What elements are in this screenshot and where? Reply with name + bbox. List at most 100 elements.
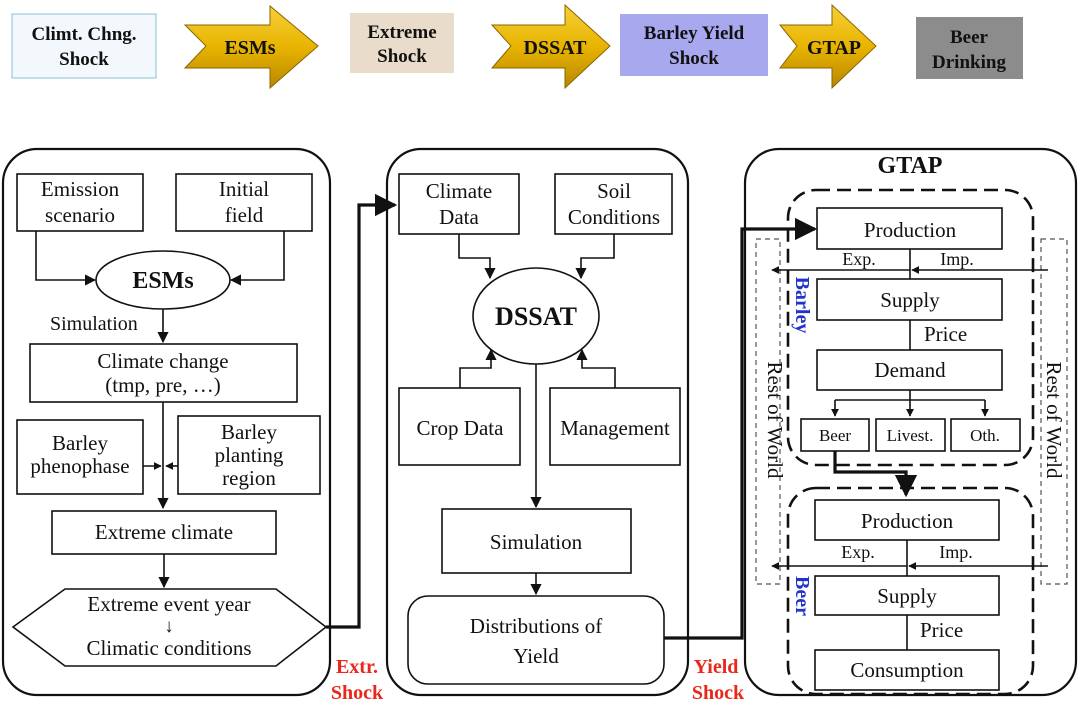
initial-field-box — [175, 173, 313, 232]
barley-exp-label: Exp. — [842, 249, 876, 269]
distributions-box — [407, 595, 665, 685]
climate-data-box — [398, 173, 520, 235]
barley-group-label: Barley — [791, 277, 813, 334]
top-flow: Climt. Chng. Shock ESMs Extreme Shock DS… — [11, 3, 1023, 90]
flow-step-barley-yield-shock-line1: Barley Yield — [644, 23, 745, 44]
barley-supply-box — [816, 278, 1003, 321]
extreme-climate-label: Extreme climate — [95, 520, 233, 544]
flow-step-extreme-shock-line2: Shock — [377, 46, 427, 67]
rest-of-world-left-strip — [755, 238, 781, 585]
livestock-demand-box — [875, 418, 946, 452]
flow-step-climate-shock: Climt. Chng. Shock — [11, 13, 157, 79]
consumption-label: Consumption — [850, 658, 964, 682]
emission-scenario-line2: scenario — [45, 203, 115, 227]
flow-step-beer-drinking-line2: Drinking — [932, 52, 1006, 73]
beer-demand-label: Beer — [819, 426, 851, 445]
phenophase-line1: Barley — [52, 431, 108, 455]
beer-production-label: Production — [861, 509, 954, 533]
extreme-event-year-label: Extreme event year — [87, 592, 250, 616]
management-label: Management — [560, 416, 670, 440]
beer-imp-label: Imp. — [939, 542, 973, 562]
consumption-box — [814, 649, 1000, 691]
planting-region-line1: Barley — [221, 420, 277, 444]
crop-data-box — [398, 387, 521, 466]
flow-step-beer-drinking: Beer Drinking — [916, 17, 1023, 79]
rest-of-world-right-strip — [1040, 238, 1068, 585]
emission-scenario-box — [16, 173, 144, 232]
gtap-panel: GTAP Rest of World Rest of World Barley … — [743, 147, 1078, 697]
climate-change-line1: Climate change — [97, 349, 228, 373]
yield-shock-connector — [664, 217, 818, 640]
extr-shock-line1: Extr. — [336, 656, 378, 678]
beer-market-group — [786, 486, 1035, 696]
esms-label: ESMs — [132, 268, 193, 294]
flow-step-extreme-shock: Extreme Shock — [350, 13, 454, 73]
dssat-label: DSSAT — [495, 302, 577, 331]
flow-arrow-esms: ESMs — [183, 4, 319, 90]
planting-region-line2: planting — [215, 443, 284, 467]
flow-arrow-gtap: GTAP — [778, 3, 877, 90]
yield-shock-line2: Shock — [692, 682, 745, 704]
initial-field-line2: field — [225, 203, 264, 227]
esm-panel: Emission scenario Initial field ESMs Sim… — [1, 147, 332, 697]
flow-step-barley-yield-shock: Barley Yield Shock — [620, 14, 768, 76]
beer-demand-box — [800, 418, 870, 452]
emission-scenario-line1: Emission — [41, 177, 120, 201]
livestock-demand-label: Livest. — [887, 426, 934, 445]
simulation-label: Simulation — [50, 313, 138, 335]
distributions-line1: Distributions of — [470, 614, 602, 638]
gtap-title: GTAP — [878, 153, 943, 179]
rest-of-world-right-label: Rest of World — [1042, 362, 1066, 479]
soil-conditions-line1: Soil — [597, 179, 631, 203]
other-demand-label: Oth. — [970, 426, 1000, 445]
climate-data-line2: Data — [439, 205, 479, 229]
initial-field-line1: Initial — [219, 177, 269, 201]
other-demand-box — [950, 418, 1021, 452]
extreme-event-down-arrow: ↓ — [164, 616, 174, 637]
planting-region-line3: region — [222, 466, 276, 490]
soil-conditions-line2: Conditions — [568, 205, 660, 229]
flow-arrow-dssat: DSSAT — [490, 3, 611, 90]
extreme-climate-box — [51, 510, 277, 555]
flow-step-climate-shock-line2: Shock — [59, 49, 109, 70]
management-box — [549, 387, 681, 466]
climate-data-line1: Climate — [426, 179, 493, 203]
flow-step-climate-shock-line1: Climt. Chng. — [31, 24, 136, 45]
extr-shock-line2: Shock — [331, 682, 384, 704]
demand-box — [816, 349, 1003, 391]
beer-link-connector — [833, 451, 918, 498]
beer-group-label: Beer — [791, 576, 813, 616]
barley-imp-label: Imp. — [940, 249, 974, 269]
flow-arrow-dssat-label: DSSAT — [524, 37, 588, 59]
extr-shock-connector — [326, 193, 398, 629]
beer-price-label: Price — [920, 618, 963, 642]
phenophase-box — [16, 419, 144, 495]
barley-production-box — [816, 207, 1003, 250]
distributions-line2: Yield — [513, 644, 559, 668]
beer-exp-label: Exp. — [841, 542, 875, 562]
dssat-panel: Climate Data Soil Conditions DSSAT Crop … — [385, 147, 690, 697]
simulation-box-label: Simulation — [490, 530, 583, 554]
flow-step-beer-drinking-line1: Beer — [950, 27, 989, 48]
flow-arrow-esms-label: ESMs — [224, 37, 275, 59]
crop-data-label: Crop Data — [417, 416, 505, 440]
planting-region-box — [177, 415, 321, 495]
rest-of-world-left-label: Rest of World — [763, 362, 787, 479]
demand-label: Demand — [874, 358, 946, 382]
barley-price-label: Price — [924, 322, 967, 346]
climatic-conditions-label: Climatic conditions — [86, 636, 251, 660]
climate-change-line2: (tmp, pre, …) — [105, 373, 220, 397]
yield-shock-line1: Yield — [694, 656, 739, 678]
flow-step-barley-yield-shock-line2: Shock — [669, 48, 719, 69]
barley-production-label: Production — [864, 218, 957, 242]
barley-market-group — [786, 188, 1035, 467]
simulation-box — [441, 508, 632, 574]
beer-production-box — [814, 499, 1000, 541]
beer-supply-label: Supply — [877, 584, 937, 608]
phenophase-line2: phenophase — [30, 454, 129, 478]
flow-arrow-gtap-label: GTAP — [807, 37, 861, 59]
beer-supply-box — [814, 575, 1000, 616]
flow-step-extreme-shock-line1: Extreme — [367, 22, 436, 43]
barley-supply-label: Supply — [880, 288, 940, 312]
